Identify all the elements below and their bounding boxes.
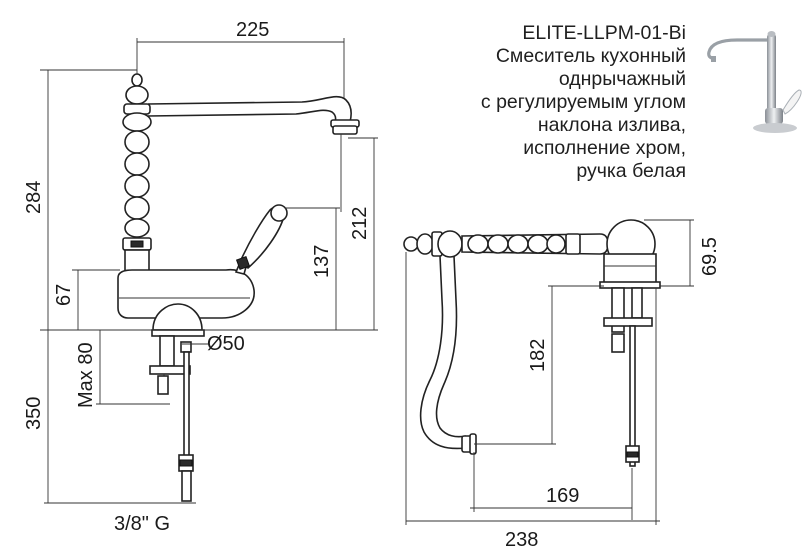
product-description-line: с регулируемым углом xyxy=(480,91,686,113)
dim-side-total-width: 238 xyxy=(505,529,538,551)
side-spout xyxy=(403,219,661,455)
faucet-body xyxy=(117,204,288,319)
faucet-thumbnail xyxy=(707,31,802,133)
dim-body-height: 67 xyxy=(53,284,75,306)
dim-spout-height: 212 xyxy=(349,207,371,240)
front-dimension-lines xyxy=(40,38,378,504)
mounting-shank xyxy=(149,303,205,502)
dim-hose-length: 350 xyxy=(23,397,45,430)
side-shank xyxy=(603,287,653,467)
front-view: 225 284 67 212 137 Max 80 350 Ø50 3/8" G xyxy=(23,19,378,535)
dim-spout-reach: 225 xyxy=(236,19,269,41)
side-dimension-lines xyxy=(405,219,694,525)
dim-max-thickness: Max 80 xyxy=(75,342,97,408)
dim-thread: 3/8" G xyxy=(114,513,170,535)
dim-shank-diameter: Ø50 xyxy=(207,333,245,355)
dim-handle-height: 137 xyxy=(311,245,333,278)
faucet-column xyxy=(122,73,152,273)
side-view: 69.5 182 169 238 xyxy=(403,219,721,551)
spout xyxy=(147,95,360,212)
dim-side-reach: 169 xyxy=(546,485,579,507)
product-caption: ELITE-LLPM-01-Bi Смеситель кухонный однр… xyxy=(426,22,686,183)
product-description-line: ручка белая xyxy=(576,160,686,182)
dim-side-drop: 182 xyxy=(527,339,549,372)
dim-total-height: 284 xyxy=(23,181,45,214)
product-description-line: Смеситель кухонный xyxy=(495,45,686,67)
product-description-line: наклона излива, xyxy=(537,114,686,136)
product-description-line: однрычажный xyxy=(558,68,686,90)
product-description-line: исполнение хром, xyxy=(523,137,686,159)
product-model: ELITE-LLPM-01-Bi xyxy=(522,22,686,44)
dim-side-body-height: 69.5 xyxy=(699,237,721,276)
